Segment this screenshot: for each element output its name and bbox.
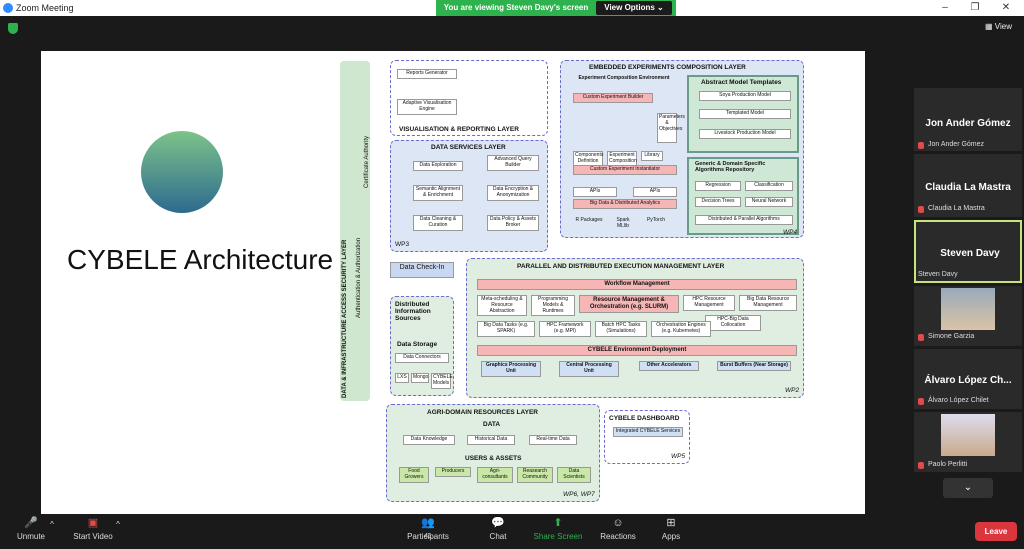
participant-tile[interactable]: Simone Garzia [914,286,1022,346]
share-screen-button[interactable]: ⬆Share Screen [533,517,583,541]
minimize-icon[interactable]: – [942,2,948,13]
chat-button[interactable]: 💬Chat [489,517,507,541]
data-services-layer: DATA SERVICES LAYER Data Exploration Sem… [390,140,548,252]
zoom-logo-icon [3,3,13,13]
window-title: Zoom Meeting [16,3,74,13]
execution-layer: PARALLEL AND DISTRIBUTED EXECUTION MANAG… [466,258,804,398]
chevron-down-icon[interactable]: ⌄ [943,478,993,498]
participant-tile-active[interactable]: Steven Davy Steven Davy [914,220,1022,283]
maximize-icon[interactable]: ❐ [970,2,980,13]
video-off-icon: ▣ [87,517,99,529]
architecture-diagram: DATA & INFRASTRUCTURE ACCESS SECURITY LA… [338,58,808,508]
shield-icon[interactable] [8,23,18,34]
mic-off-icon: 🎤 [24,517,38,529]
security-layer [340,61,370,401]
participant-tile[interactable]: Álvaro López Ch... Álvaro López Chilet [914,349,1022,409]
reactions-button[interactable]: ☺Reactions [600,517,636,541]
view-options-button[interactable]: View Options ⌄ [596,1,672,15]
cybele-logo [141,131,223,213]
dashboard: CYBELE DASHBOARD Integrated CYBELE Servi… [604,410,690,464]
mic-muted-icon [918,142,924,149]
mic-muted-icon [918,398,924,405]
reactions-icon: ☺ [612,517,624,529]
share-screen-icon: ⬆ [553,517,563,529]
security-layer-label: DATA & INFRASTRUCTURE ACCESS SECURITY LA… [342,239,348,398]
unmute-button[interactable]: 🎤Unmute [16,517,45,541]
data-check-in: Data Check-In [390,262,454,278]
apps-icon: ⊞ [666,517,676,529]
embedded-experiments-layer: EMBEDDED EXPERIMENTS COMPOSITION LAYER E… [560,60,804,238]
participant-tile[interactable]: Claudia La Mastra Claudia La Mastra [914,154,1022,217]
participant-tile[interactable]: Paolo Perlitti [914,412,1022,472]
video-options-caret[interactable]: ^ [116,520,120,529]
screen-share-banner: You are viewing Steven Davy's screen Vie… [436,0,676,16]
close-icon[interactable]: ✕ [1001,2,1011,13]
mic-muted-icon [918,206,924,213]
mic-muted-icon [918,462,924,469]
leave-button[interactable]: Leave [975,522,1017,541]
participants-panel: Jon Ander Gómez Jon Ander Gómez Claudia … [914,88,1022,472]
participant-tile[interactable]: Jon Ander Gómez Jon Ander Gómez [914,88,1022,151]
slide-title: CYBELE Architecture [67,244,334,275]
viz-layer: Reports Generator Adaptive Visualisation… [390,60,548,136]
avatar [941,288,995,330]
distributed-sources: Distributed Information Sources Data Sto… [390,296,454,396]
start-video-button[interactable]: ▣Start Video [73,517,113,541]
participants-icon: 👥 41 [421,517,435,540]
mic-muted-icon [918,334,924,341]
avatar [941,414,995,456]
apps-button[interactable]: ⊞Apps [661,517,681,541]
banner-message: You are viewing Steven Davy's screen [443,3,589,12]
agri-domain-layer: AGRI-DOMAIN RESOURCES LAYER DATA Data Kn… [386,404,600,502]
view-button[interactable]: ▦ View [985,22,1012,31]
chat-icon: 💬 [491,517,505,529]
audio-options-caret[interactable]: ^ [50,520,54,529]
shared-slide: CYBELE Architecture DATA & INFRASTRUCTUR… [41,51,865,514]
